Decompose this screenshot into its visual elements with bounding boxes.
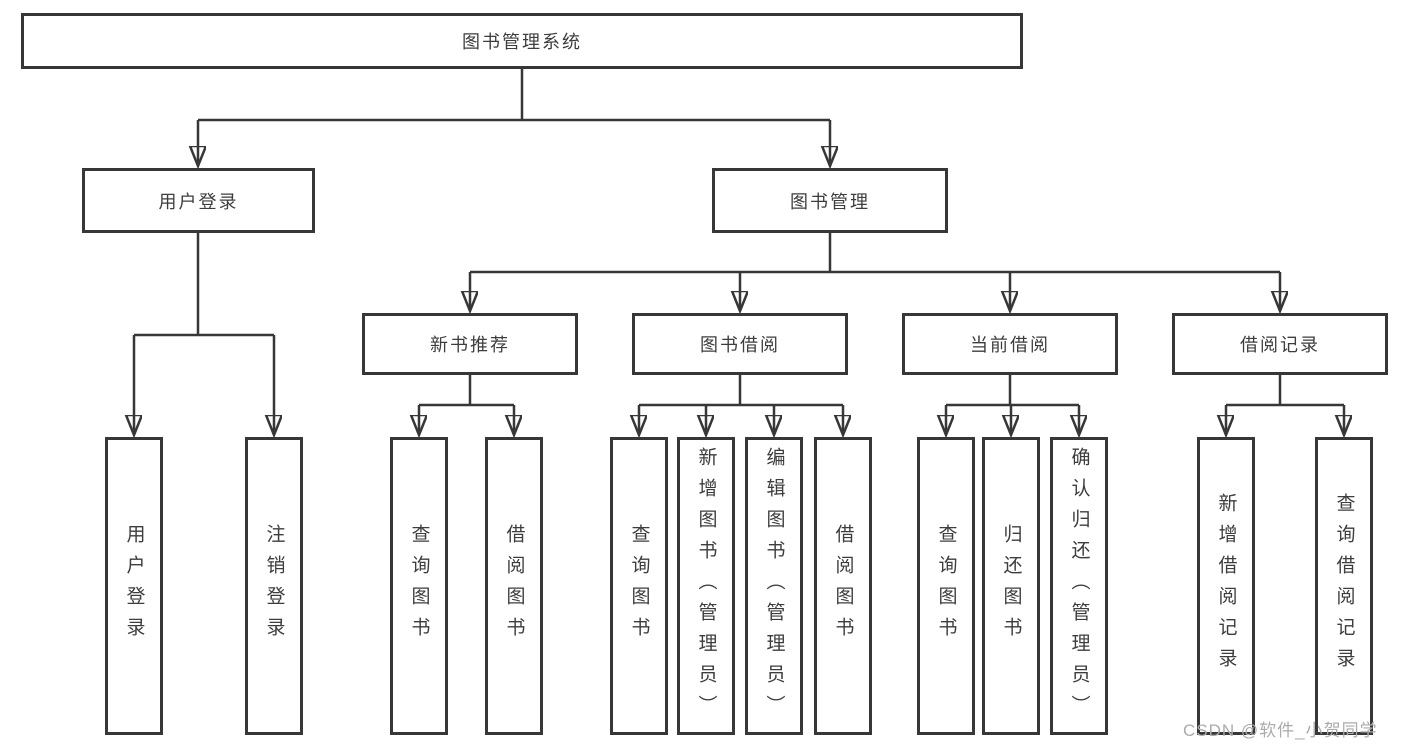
leaf-confirm-return-admin: 确认归还（管理员） [1050,437,1108,735]
leaf-query-books-borrowing: 查询图书 [610,437,668,735]
csdn-watermark: CSDN @软件_小贺同学 [1183,721,1378,740]
node-book-borrowing: 图书借阅 [632,313,848,375]
node-current-borrowing: 当前借阅 [902,313,1118,375]
node-borrow-records: 借阅记录 [1172,313,1388,375]
leaf-borrow-books-recommend: 借阅图书 [485,437,543,735]
leaf-user-login: 用户登录 [105,437,163,735]
leaf-add-books-admin: 新增图书（管理员） [677,437,735,735]
connector-rails [134,69,1344,407]
leaf-query-books-recommend: 查询图书 [390,437,448,735]
node-library-management-system: 图书管理系统 [21,13,1023,69]
node-new-book-recommend: 新书推荐 [362,313,578,375]
leaf-edit-books-admin: 编辑图书（管理员） [745,437,803,735]
leaf-query-borrow-record: 查询借阅记录 [1315,437,1373,735]
node-book-management: 图书管理 [712,168,948,233]
leaf-query-books-current: 查询图书 [917,437,975,735]
leaf-add-borrow-record: 新增借阅记录 [1197,437,1255,735]
node-user-login: 用户登录 [82,168,315,233]
leaf-borrow-books-borrowing: 借阅图书 [814,437,872,735]
leaf-return-books: 归还图书 [982,437,1040,735]
leaf-logout: 注销登录 [245,437,303,735]
